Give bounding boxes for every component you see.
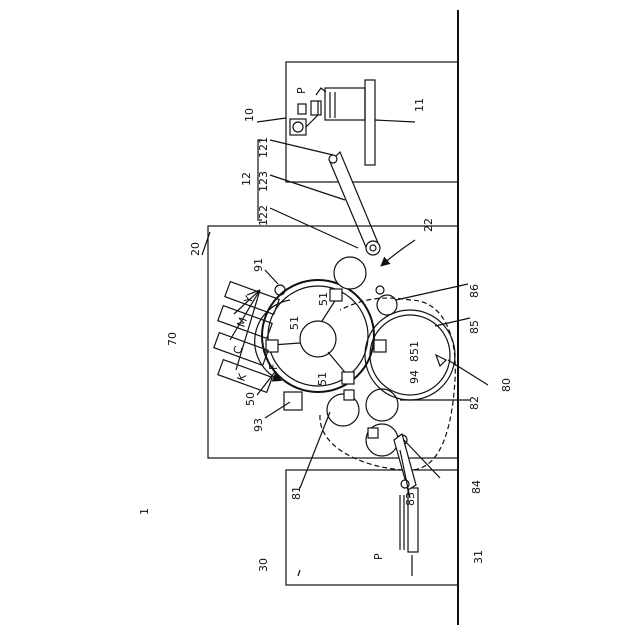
part-93 — [284, 392, 302, 410]
label-feed-mechanism: 12 — [240, 172, 253, 186]
label-main-body: 20 — [189, 242, 202, 256]
label-roller-86: 86 — [468, 284, 481, 298]
label-head-51-a: 51 — [317, 292, 330, 306]
feed-mechanism — [258, 140, 380, 255]
label-part-94: 94 — [408, 370, 421, 384]
transport-path-22 — [382, 240, 415, 265]
paper-tray-11 — [365, 80, 375, 165]
label-conveyor-80: 80 — [500, 378, 513, 392]
head-unit-icon — [330, 289, 342, 301]
label-roller-81: 81 — [290, 486, 303, 500]
label-feed-123: 123 — [257, 171, 270, 192]
sensor-91 — [275, 285, 285, 295]
label-sensor-91: 91 — [252, 258, 265, 272]
label-system: 1 — [138, 508, 151, 515]
label-part-851: 851 — [408, 341, 421, 362]
label-head-51-c: 51 — [316, 372, 329, 386]
label-rotation-F: F — [267, 364, 280, 370]
label-belt-85: 85 — [468, 320, 481, 334]
label-paper-tray: 11 — [413, 98, 426, 112]
feeder-unit — [286, 62, 458, 182]
label-roller-82: 82 — [468, 396, 481, 410]
label-transport-path: 22 — [422, 218, 435, 232]
label-output-tray: 31 — [472, 550, 485, 564]
label-feeder-unit: 10 — [243, 108, 256, 122]
roller-82 — [366, 389, 398, 421]
label-part-93: 93 — [252, 418, 265, 432]
label-ink-units: 70 — [166, 332, 179, 346]
label-roller-84: 84 — [470, 480, 483, 494]
label-head-51-b: 51 — [288, 316, 301, 330]
label-output-unit: 30 — [257, 558, 270, 572]
label-feed-122: 122 — [257, 205, 270, 226]
label-drum: 50 — [244, 392, 257, 406]
transport-rollers — [275, 257, 407, 456]
label-roller-83: 83 — [404, 492, 417, 506]
label-feed-121: 121 — [257, 137, 270, 158]
label-paper-P-bottom: P — [372, 553, 385, 560]
label-paper-P-top: P — [295, 87, 308, 94]
paper-stack — [325, 88, 365, 120]
head-unit-icon — [342, 372, 354, 384]
